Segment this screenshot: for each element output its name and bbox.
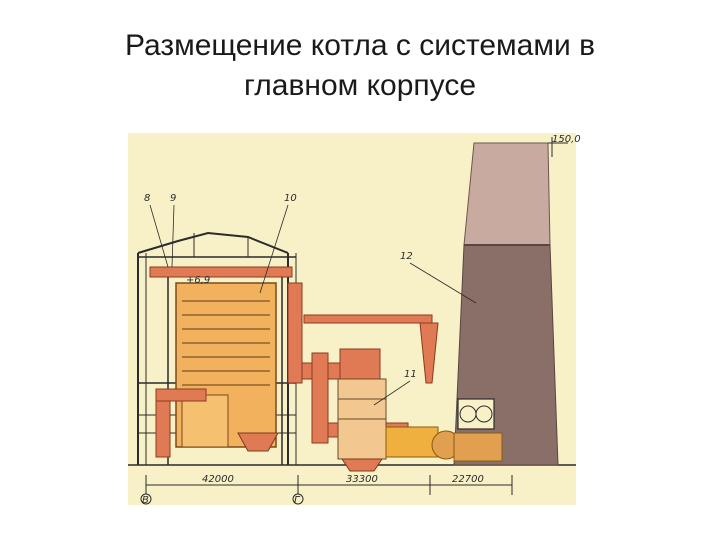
smoke-exhaust-fans [453, 398, 503, 462]
callout-11: 11 [404, 369, 417, 380]
dust-collector [385, 426, 461, 460]
callout-8: 8 [144, 193, 150, 204]
boiler-body: +6,9 [175, 275, 279, 452]
boiler-layout-diagram: 150,0 +6,9 [128, 133, 581, 506]
dimension-22700: 22700 [452, 474, 484, 485]
axis-mark-v: В [142, 495, 149, 506]
callout-leaders [149, 204, 477, 406]
dimension-33300: 33300 [346, 474, 378, 485]
top-girder [149, 266, 293, 278]
electrostatic-precipitator [337, 378, 387, 472]
elevation-top-label: 150,0 [552, 134, 581, 145]
chimney-upper [463, 142, 551, 246]
diagram-canvas: 150,0 +6,9 [128, 133, 581, 506]
dimension-lines [145, 475, 513, 495]
callout-9: 9 [170, 193, 176, 204]
callout-12: 12 [400, 251, 413, 262]
level-mark-label: +6,9 [186, 275, 210, 286]
dimension-42000: 42000 [202, 474, 234, 485]
slide-title-line-2: главном корпусе [243, 69, 477, 102]
axis-mark-g: Г [294, 495, 301, 506]
chimney-lower [453, 244, 559, 466]
callout-10: 10 [284, 193, 297, 204]
overhead-gantry [303, 314, 439, 384]
flue-gas-ducts [155, 282, 409, 458]
axis-markers [140, 493, 304, 505]
slide-title: Размещение котла с системами в главном к… [0, 26, 720, 106]
boiler-hopper [237, 432, 279, 452]
furnace-section [181, 394, 229, 448]
slide-title-line-1: Размещение котла с системами в [124, 29, 596, 62]
